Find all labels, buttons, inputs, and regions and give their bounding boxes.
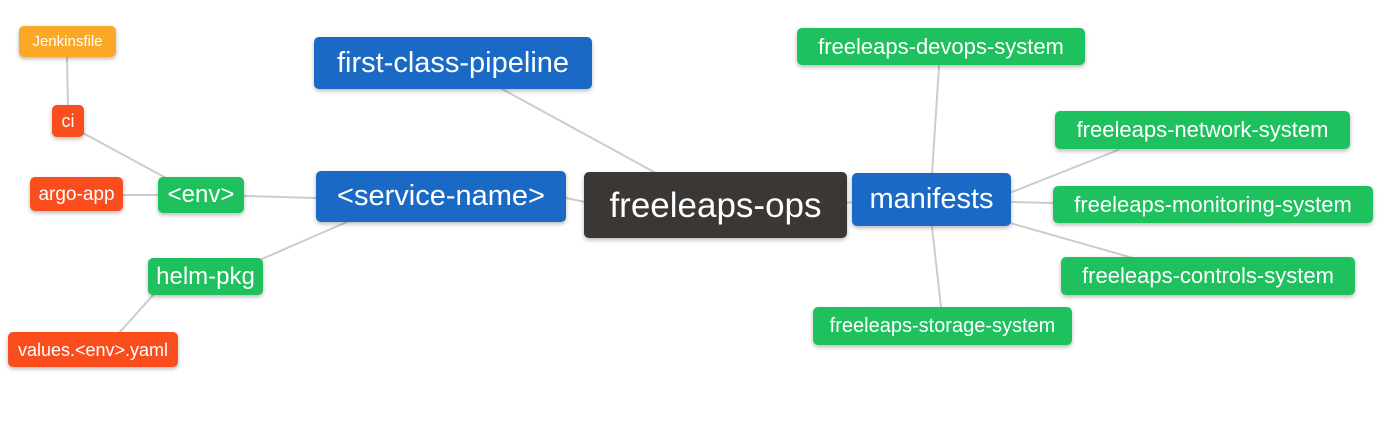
edge-helm-pkg-to-values-env-yaml [118, 293, 155, 334]
edge-manifests-to-freeleaps-controls-system [1009, 222, 1134, 259]
edge-manifests-to-freeleaps-storage-system [931, 226, 942, 308]
node-ci[interactable]: ci [52, 105, 84, 137]
node-env[interactable]: <env> [158, 177, 244, 213]
node-first-class-pipeline[interactable]: first-class-pipeline [314, 37, 592, 89]
node-freeleaps-devops-system[interactable]: freeleaps-devops-system [797, 28, 1085, 65]
node-service-name[interactable]: <service-name> [316, 171, 566, 222]
edge-service-name-to-helm-pkg [261, 220, 350, 260]
edge-env-to-service-name [243, 195, 318, 199]
edge-service-name-to-freeleaps-ops [565, 197, 586, 203]
edge-manifests-to-freeleaps-devops-system [931, 65, 940, 175]
node-freeleaps-controls-system[interactable]: freeleaps-controls-system [1061, 257, 1355, 295]
node-argo-app[interactable]: argo-app [30, 177, 123, 211]
node-jenkinsfile[interactable]: Jenkinsfile [19, 26, 116, 57]
edge-jenkinsfile-to-ci [66, 56, 69, 107]
node-freeleaps-storage-system[interactable]: freeleaps-storage-system [813, 307, 1072, 345]
node-values-env-yaml[interactable]: values.<env>.yaml [8, 332, 178, 367]
node-freeleaps-monitoring-system[interactable]: freeleaps-monitoring-system [1053, 186, 1373, 223]
edge-first-class-pipeline-to-freeleaps-ops [501, 88, 655, 173]
node-manifests[interactable]: manifests [852, 173, 1011, 226]
node-freeleaps-ops[interactable]: freeleaps-ops [584, 172, 847, 238]
node-helm-pkg[interactable]: helm-pkg [148, 258, 263, 295]
edge-manifests-to-freeleaps-monitoring-system [1011, 201, 1055, 204]
edge-ci-to-env [82, 132, 167, 179]
node-freeleaps-network-system[interactable]: freeleaps-network-system [1055, 111, 1350, 149]
